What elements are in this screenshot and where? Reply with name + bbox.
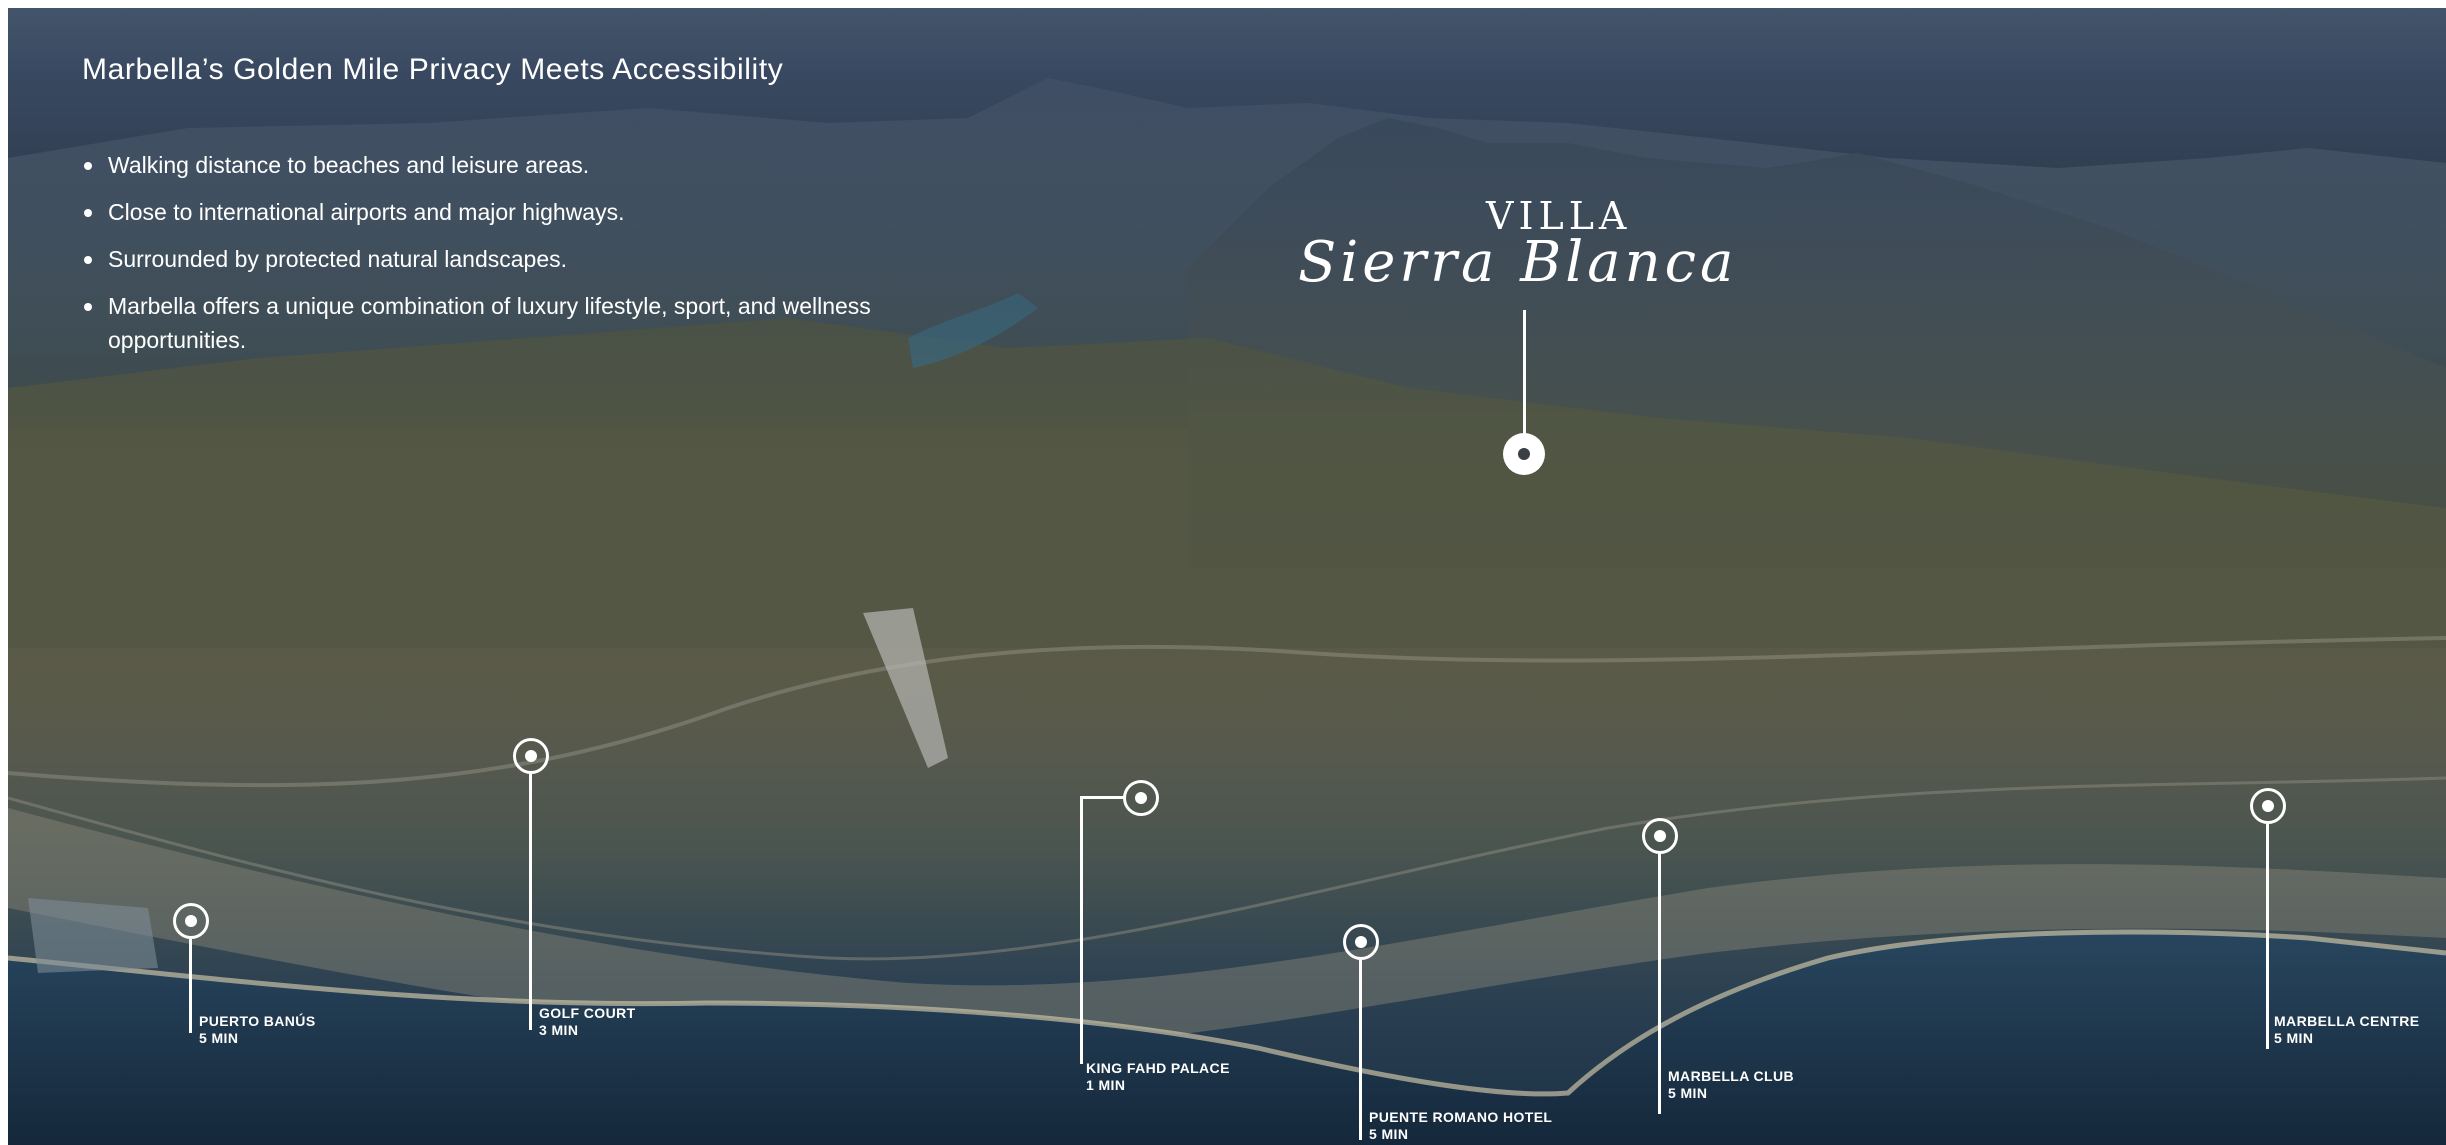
- map-pin-icon[interactable]: [2250, 788, 2286, 824]
- pin-stem: [1658, 854, 1661, 1114]
- quarry-patch: [863, 608, 948, 768]
- logo-line-sierra-blanca: Sierra Blanca: [1298, 230, 1738, 295]
- pin-stem: [1359, 960, 1362, 1140]
- feature-item: Close to international airports and majo…: [82, 195, 942, 229]
- villa-location-pin-icon[interactable]: [1503, 433, 1545, 475]
- marina: [28, 898, 158, 973]
- feature-item: Surrounded by protected natural landscap…: [82, 242, 942, 276]
- motorway: [8, 636, 2446, 788]
- feature-item: Marbella offers a unique combination of …: [82, 289, 942, 357]
- shoreline: [8, 929, 2446, 1097]
- villa-logo: VILLA Sierra Blanca: [1298, 188, 1818, 308]
- bullet-icon: [84, 162, 92, 170]
- coastal-road: [8, 776, 2446, 961]
- bullet-icon: [84, 209, 92, 217]
- bullet-icon: [84, 303, 92, 311]
- bullet-icon: [84, 256, 92, 264]
- pin-stem: [529, 774, 532, 1030]
- feature-item: Walking distance to beaches and leisure …: [82, 148, 942, 182]
- pin-stem: [189, 939, 192, 1033]
- feature-list: Walking distance to beaches and leisure …: [82, 148, 942, 370]
- map-pin-icon[interactable]: [173, 903, 209, 939]
- map-pin-icon[interactable]: [513, 738, 549, 774]
- villa-location-stem: [1523, 310, 1526, 450]
- pin-stem: [1080, 796, 1083, 1064]
- map-pin-icon[interactable]: [1343, 924, 1379, 960]
- aerial-landscape: [8, 8, 2446, 1145]
- pin-connector: [1080, 796, 1125, 799]
- logo-line-villa: VILLA: [1486, 194, 1632, 238]
- sea: [8, 932, 2446, 1145]
- pin-stem: [2266, 824, 2269, 1049]
- page-title: Marbella’s Golden Mile Privacy Meets Acc…: [82, 53, 784, 86]
- map-pin-icon[interactable]: [1642, 818, 1678, 854]
- aerial-map-view: Marbella’s Golden Mile Privacy Meets Acc…: [8, 8, 2446, 1145]
- map-pin-icon[interactable]: [1123, 780, 1159, 816]
- urban-strip: [8, 808, 2446, 1050]
